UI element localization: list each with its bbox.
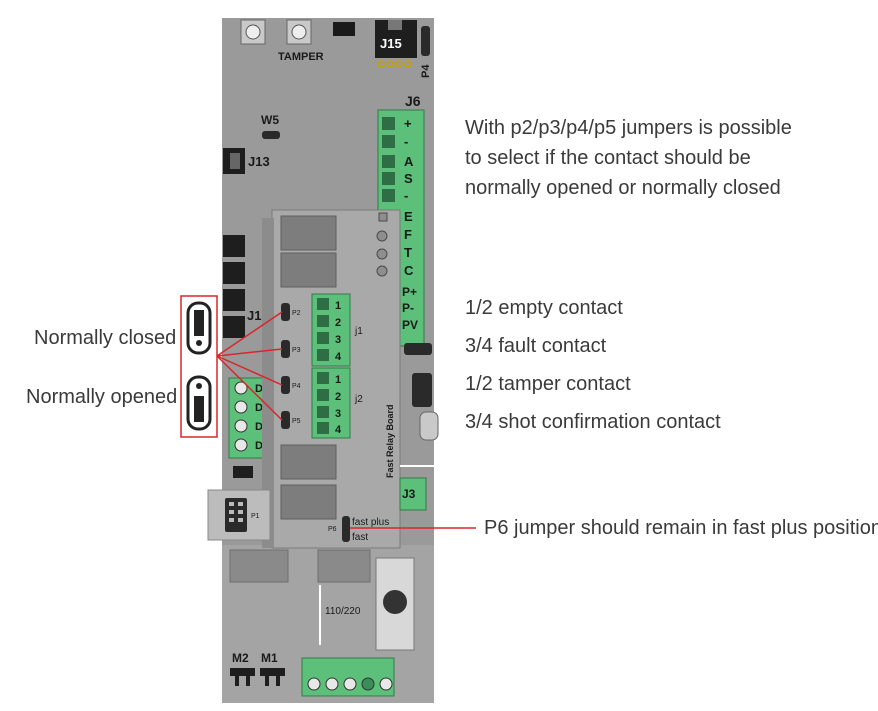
- relay-terminal-label: 1: [335, 300, 341, 312]
- contact-shot-confirmation: 3/4 shot confirmation contact: [465, 411, 721, 433]
- side-connector: [419, 411, 439, 441]
- j6-terminal-label: F: [404, 227, 412, 242]
- j6-terminal-label: S: [404, 171, 413, 186]
- relay-jumpers: [281, 303, 290, 429]
- normally-opened-jumper-icon: [186, 375, 212, 431]
- tamper-label: TAMPER: [278, 51, 324, 63]
- contact-fault: 3/4 fault contact: [465, 335, 607, 357]
- normally-opened-label: Normally opened: [26, 386, 178, 408]
- relays: [280, 215, 337, 520]
- contact-tamper: 1/2 tamper contact: [465, 373, 631, 395]
- bottom-terminal-block: [301, 657, 395, 697]
- left-terminal-screws: [234, 381, 248, 452]
- intro-line: normally opened or normally closed: [465, 177, 781, 199]
- bottom-terminal-screws: [307, 677, 393, 691]
- jumper-callout-box: [180, 295, 218, 438]
- leds: [376, 212, 388, 277]
- left-terminal-label: D: [255, 402, 263, 414]
- normally-closed-label: Normally closed: [34, 327, 177, 349]
- j15-label: J15: [380, 36, 402, 51]
- p1-label: P1: [251, 513, 260, 520]
- j2-label: j2: [354, 394, 363, 405]
- small-connector: [233, 466, 253, 478]
- intro-line: With p2/p3/p4/p5 jumpers is possible: [465, 117, 792, 139]
- j6-terminal-label: C: [404, 263, 414, 278]
- p6-label: P6: [328, 526, 337, 533]
- j16-connectors: [223, 235, 245, 338]
- jumper-label-p4: P4: [292, 383, 301, 390]
- p1-header: [225, 498, 247, 532]
- relay-terminal-screws: [317, 298, 329, 434]
- p6-note: P6 jumper should remain in fast plus pos…: [484, 517, 878, 539]
- power-label: 110/220: [325, 606, 361, 617]
- relay-terminal-label: 2: [335, 391, 341, 403]
- j13-label: J13: [248, 154, 270, 169]
- w5-jumper: [262, 131, 280, 139]
- left-terminal-label: D: [255, 383, 263, 395]
- j6-terminal-label: E: [404, 209, 413, 224]
- j6-terminal-label: PV: [402, 318, 418, 332]
- m1-label: M1: [261, 651, 278, 665]
- relay-terminal-label: 1: [335, 374, 341, 386]
- left-terminal-label: D: [255, 421, 263, 433]
- relay-terminal-label: 3: [335, 408, 341, 420]
- jumper-label-p3: P3: [292, 347, 301, 354]
- lower-components: [229, 549, 371, 583]
- j1-label: j1: [354, 326, 363, 337]
- j6-terminal-label: -: [404, 134, 408, 149]
- jumper-label-p2: P2: [292, 310, 301, 317]
- j6-terminal-label: P+: [402, 285, 417, 299]
- relay-terminal-label: 2: [335, 317, 341, 329]
- intro-line: to select if the contact should be: [465, 147, 751, 169]
- relay-board-shadow: [262, 218, 274, 548]
- relay-terminal-label: 4: [335, 351, 342, 363]
- j3-connector: [399, 477, 427, 511]
- p4-header: [421, 26, 430, 56]
- j6-label: J6: [405, 93, 421, 109]
- j3-label: J3: [402, 487, 416, 501]
- p6-position-fast-plus: fast plus: [352, 517, 389, 528]
- j6-terminal-label: T: [404, 245, 412, 260]
- j6-terminal-label: +: [404, 116, 412, 131]
- j6-terminal-label: -: [404, 188, 408, 203]
- normally-closed-jumper-icon: [186, 301, 212, 355]
- relay-terminal-label: 4: [335, 424, 342, 436]
- tamper-switches: [240, 19, 355, 45]
- jumper-pointer-lines: [216, 311, 283, 421]
- motor-connectors: [230, 668, 285, 686]
- w5-label: W5: [261, 113, 279, 127]
- left-terminal-label: D: [255, 440, 263, 452]
- j15-pins: [377, 60, 412, 68]
- fuse-holder: [375, 557, 415, 651]
- p4-label: P4: [420, 64, 432, 78]
- relay-board-label: Fast Relay Board: [385, 404, 395, 478]
- j6-terminal-label: A: [404, 154, 414, 169]
- j6-terminal-label: P-: [402, 301, 414, 315]
- relay-terminal-label: 3: [335, 334, 341, 346]
- small-headers: [404, 343, 432, 407]
- p6-position-fast: fast: [352, 532, 368, 543]
- jumper-label-p5: P5: [292, 418, 301, 425]
- p6-jumper: [342, 516, 350, 542]
- m2-label: M2: [232, 651, 249, 665]
- contact-empty: 1/2 empty contact: [465, 297, 623, 319]
